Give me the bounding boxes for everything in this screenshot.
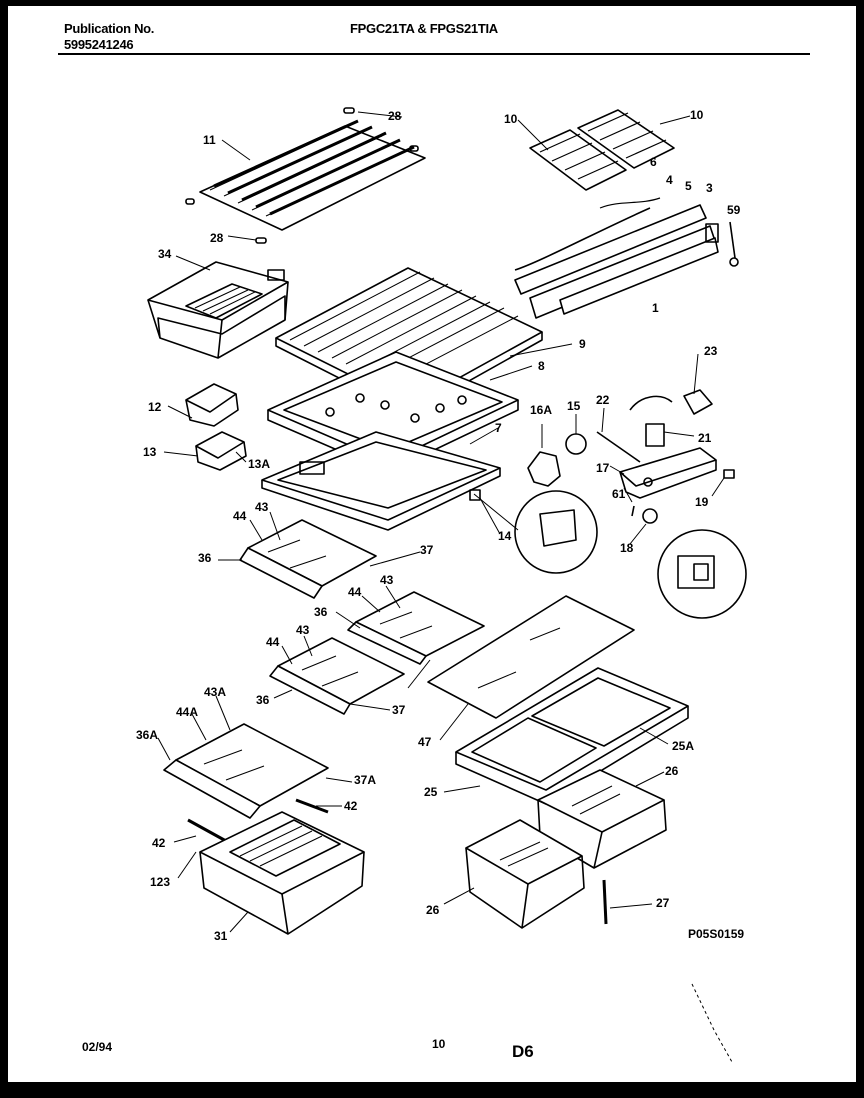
base-tray-part [261,431,501,531]
header-rule [58,53,810,55]
part-label-36-b: 36 [314,605,328,619]
ice-tray-part [529,109,675,191]
large-glass-part [427,595,635,719]
part-label-11: 11 [203,133,216,147]
glass-shelf-part-4 [163,723,329,819]
part-label-5: 5 [685,179,692,193]
footer-date: 02/94 [82,1040,113,1054]
detail-circle-19 [657,529,747,619]
part-label-59: 59 [727,203,741,217]
large-crisper-drawer-part [199,811,365,935]
part-label-8: 8 [538,359,545,373]
part-label-47: 47 [418,735,432,749]
part-label-34: 34 [158,247,172,261]
part-label-17: 17 [596,461,610,475]
publication-label: Publication No. [64,21,155,36]
part-label-12: 12 [148,400,162,414]
model-title: FPGC21TA & FPGS21TIA [350,21,498,36]
part-label-26-b: 26 [426,903,440,917]
part-label-18: 18 [620,541,634,555]
part-label-14: 14 [498,529,512,543]
part-label-37-a: 37 [420,543,434,557]
publication-number: 5995241246 [64,37,134,52]
part-label-44-b: 44 [348,585,362,599]
part-label-7: 7 [495,421,502,435]
pan-drawer-part-1 [537,769,667,869]
part-label-37a: 37A [354,773,377,787]
part-label-6: 6 [650,155,657,169]
part-label-44-c: 44 [266,635,280,649]
glass-shelf-part-3 [269,637,405,715]
part-label-43-c: 43 [296,623,310,637]
part-label-28-a: 28 [388,109,402,123]
part-label-25: 25 [424,785,438,799]
part-label-16a: 16A [530,403,553,417]
part-label-43-b: 43 [380,573,394,587]
drawing-number: P05S0159 [688,927,745,941]
part-label-44-a: 44 [233,509,247,523]
part-label-42-a: 42 [344,799,358,813]
screw-part [602,879,608,925]
part-label-21: 21 [698,431,712,445]
part-label-27: 27 [656,896,670,910]
part-label-61: 61 [612,487,626,501]
shelf-pin-part [185,107,419,244]
part-label-13a: 13A [248,457,271,471]
detail-circle-14 [469,489,598,574]
part-label-9: 9 [579,337,586,351]
part-label-4: 4 [666,173,673,187]
footer-page: 10 [432,1037,446,1051]
part-label-36-c: 36 [256,693,270,707]
part-label-10-b: 10 [690,108,704,122]
part-label-23: 23 [704,344,718,358]
glass-shelf-part-2 [347,591,485,665]
part-label-36-a: 36 [198,551,212,565]
part-label-22: 22 [596,393,610,407]
part-label-36a: 36A [136,728,159,742]
part-label-31: 31 [214,929,228,943]
part-label-25a: 25A [672,739,695,753]
crisper-cover-frame-part [455,667,689,805]
small-bin-part [147,261,289,359]
part-label-123: 123 [150,875,171,889]
part-label-42-b: 42 [152,836,166,850]
dairy-door-part [185,383,247,471]
part-label-43a: 43A [204,685,227,699]
part-label-15: 15 [567,399,581,413]
part-label-19: 19 [695,495,709,509]
part-label-44a: 44A [176,705,199,719]
footer-section: D6 [512,1042,534,1061]
glass-shelf-part-1 [239,519,377,599]
pan-drawer-part-2 [465,819,585,929]
electrical-parts [527,389,735,524]
part-label-3: 3 [706,181,713,195]
wire-shelf-part [199,119,426,231]
part-label-43-a: 43 [255,500,269,514]
part-label-26-a: 26 [665,764,679,778]
ice-maker-assembly-part [514,197,739,319]
leader-lines [157,111,733,1063]
part-label-13: 13 [143,445,157,459]
part-label-37-b: 37 [392,703,406,717]
part-label-28-b: 28 [210,231,224,245]
part-label-1: 1 [652,301,659,315]
part-label-10-a: 10 [504,112,518,126]
